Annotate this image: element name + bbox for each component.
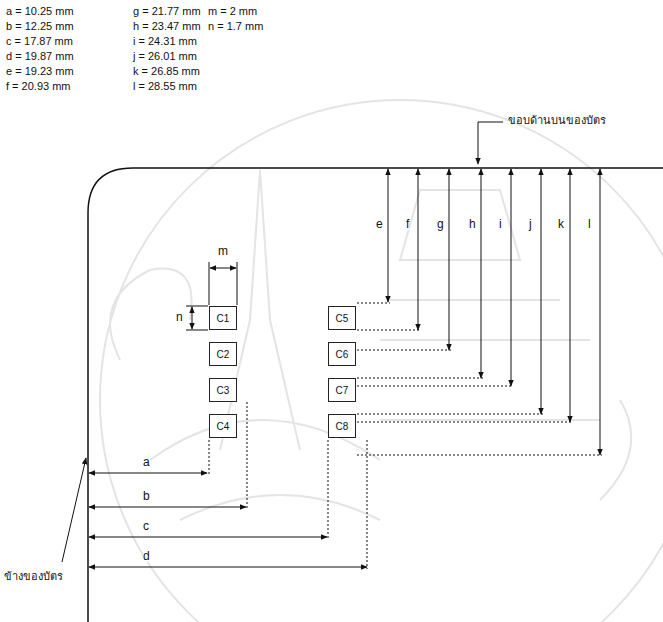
- contact-name: C1: [217, 313, 230, 324]
- dimension-letter: a: [143, 456, 150, 468]
- contact-pad: C6: [328, 342, 356, 366]
- dimension-letter: g: [437, 218, 444, 230]
- watermark-seal: [100, 100, 663, 622]
- dimension-value: j = 26.01 mm: [133, 51, 197, 62]
- contact-pad: C1: [209, 306, 237, 330]
- dimension-letter: l: [588, 218, 591, 230]
- contact-name: C6: [336, 349, 349, 360]
- dimension-value: n = 1.7 mm: [208, 21, 263, 32]
- dimension-value: d = 19.87 mm: [6, 51, 74, 62]
- dimension-letter: h: [469, 218, 476, 230]
- edge-label: ขอบด้านบนของบัตร: [508, 115, 606, 126]
- dimension-value: f = 20.93 mm: [6, 81, 71, 92]
- dimension-letter: i: [499, 218, 502, 230]
- dimension-letter: f: [406, 218, 409, 230]
- edge-label: ข้างของบัตร: [4, 571, 63, 582]
- dimension-letter: j: [529, 218, 532, 230]
- contact-pad: C2: [209, 342, 237, 366]
- dimension-value: m = 2 mm: [208, 6, 257, 17]
- dimension-value: l = 28.55 mm: [133, 81, 197, 92]
- contact-pad: C4: [209, 414, 237, 438]
- card-outline: [88, 168, 663, 622]
- contact-name: C4: [217, 421, 230, 432]
- dimension-lines: [89, 169, 600, 567]
- contact-name: C2: [217, 349, 230, 360]
- contact-name: C8: [336, 421, 349, 432]
- leader-line: [478, 122, 503, 164]
- dimension-value: h = 23.47 mm: [133, 21, 201, 32]
- dimension-value: i = 24.31 mm: [133, 36, 197, 47]
- dimension-letter: b: [143, 490, 150, 502]
- contact-pad: C3: [209, 378, 237, 402]
- dimension-letter: n: [176, 311, 183, 323]
- leader-line: [62, 458, 86, 562]
- dimension-value: c = 17.87 mm: [6, 36, 73, 47]
- dimension-value: e = 19.23 mm: [6, 66, 74, 77]
- dimension-letter: d: [143, 550, 150, 562]
- dimension-value: b = 12.25 mm: [6, 21, 74, 32]
- contact-name: C5: [336, 313, 349, 324]
- dimension-value: g = 21.77 mm: [133, 6, 201, 17]
- contact-pad: C5: [328, 306, 356, 330]
- dimension-letter: k: [558, 218, 564, 230]
- contact-name: C7: [336, 385, 349, 396]
- dimension-letter: c: [143, 520, 149, 532]
- contact-name: C3: [217, 385, 230, 396]
- dimension-letter: m: [218, 245, 228, 257]
- dimension-letter: e: [376, 218, 383, 230]
- contact-pad: C7: [328, 378, 356, 402]
- dimension-value: k = 26.85 mm: [133, 66, 200, 77]
- contact-pad: C8: [328, 414, 356, 438]
- dotted-extension-lines: [209, 303, 602, 569]
- dimension-value: a = 10.25 mm: [6, 6, 74, 17]
